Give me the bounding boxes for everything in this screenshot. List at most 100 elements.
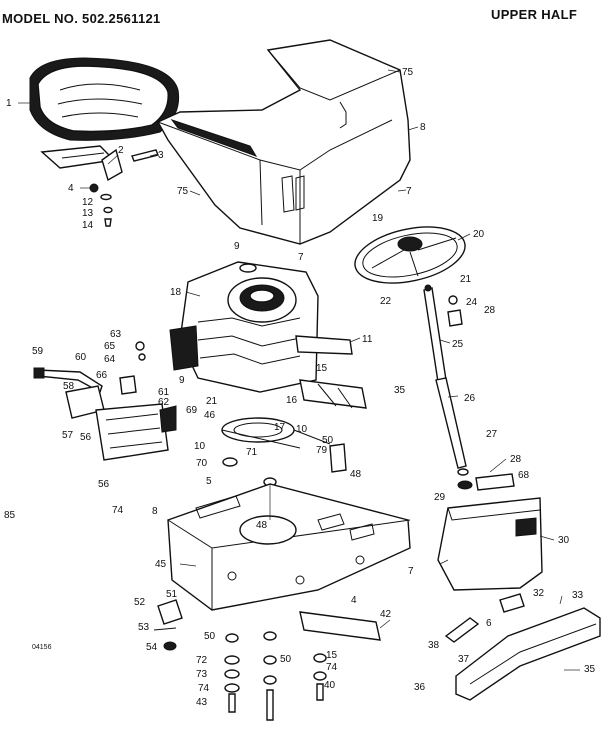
label-screw-7-right: 7 [406, 186, 412, 197]
label-pulley-71: 71 [246, 447, 258, 458]
steering-wheel-drawing [354, 226, 466, 284]
label-screw-63: 63 [110, 329, 122, 340]
label-steering-wheel: 20 [473, 229, 485, 240]
label-bracket-58: 58 [63, 381, 75, 392]
label-bolt-43: 43 [196, 697, 208, 708]
label-screw-7-mid: 7 [298, 252, 304, 263]
label-washer-62: 62 [158, 397, 170, 408]
label-washer-65: 65 [104, 341, 116, 352]
label-nut-56-low: 56 [98, 479, 110, 490]
label-spacer-70: 70 [196, 458, 208, 469]
label-engine: 18 [170, 287, 182, 298]
label-screw-28-low: 28 [510, 454, 522, 465]
label-spacer-40: 40 [324, 680, 336, 691]
label-nut-4: 4 [68, 183, 74, 194]
label-nut-50-right: 50 [280, 654, 292, 665]
model-number: MODEL NO. 502.2561121 [2, 11, 161, 26]
part-labels: 1 2 3 4 12 13 14 75 8 75 7 19 20 9 7 21 … [4, 67, 596, 708]
label-nut-16: 16 [286, 395, 298, 406]
label-screw-7-low: 7 [408, 566, 414, 577]
label-washer-74-left: 74 [112, 505, 124, 516]
label-belt-50: 50 [322, 435, 334, 446]
bumper-drawing [444, 593, 601, 701]
label-screw-35-mid: 35 [394, 385, 406, 396]
label-bolt-48-right: 48 [350, 469, 362, 480]
label-link-42: 42 [380, 609, 392, 620]
label-nut-37: 37 [458, 654, 470, 665]
section-title: UPPER HALF [491, 7, 578, 22]
label-washer-74-right: 74 [326, 662, 338, 673]
label-nut-50-low: 50 [204, 631, 216, 642]
label-screw-14: 14 [82, 220, 94, 231]
label-shaft-25: 25 [452, 339, 464, 350]
label-clip-53: 53 [138, 622, 150, 633]
label-hood: 8 [420, 122, 426, 133]
label-seat-bracket: 2 [118, 145, 124, 156]
label-screw-33: 33 [572, 590, 584, 601]
lower-hardware-drawing [153, 599, 381, 721]
label-screw-28-top: 28 [484, 305, 496, 316]
label-washer-10-b: 10 [194, 441, 206, 452]
label-frame-45: 45 [155, 559, 167, 570]
label-washer-15-low: 15 [326, 650, 338, 661]
label-screw-5: 5 [206, 476, 212, 487]
label-hub-19: 19 [372, 213, 384, 224]
label-nut-79: 79 [316, 445, 328, 456]
label-pin-21-mid: 21 [206, 396, 218, 407]
label-nut-9-mid: 9 [179, 375, 185, 386]
leader-lines [18, 69, 580, 671]
label-rod-60: 60 [75, 352, 87, 363]
linkage-drawing [33, 341, 177, 461]
frame-drawing [167, 483, 411, 611]
label-seat-bolt: 3 [158, 150, 164, 161]
label-dash-30: 30 [558, 535, 570, 546]
label-pin-21-top: 21 [460, 274, 472, 285]
label-bearing-27: 27 [486, 429, 498, 440]
dash-panel-drawing [437, 473, 543, 591]
label-link-66: 66 [96, 370, 108, 381]
label-screw-75-left: 75 [177, 186, 189, 197]
label-plate-68: 68 [518, 470, 530, 481]
label-seat: 1 [6, 98, 12, 109]
label-bracket-57: 57 [62, 430, 74, 441]
label-bushing-24: 24 [466, 297, 478, 308]
label-knob-59: 59 [32, 346, 44, 357]
label-bracket-11: 11 [362, 334, 373, 345]
footer-code: 04156 [32, 644, 52, 651]
label-clip-51: 51 [166, 589, 178, 600]
label-washer-10-a: 10 [296, 424, 308, 435]
label-gear-56: 56 [80, 432, 92, 443]
label-clip-61: 61 [158, 387, 170, 398]
label-bracket-38: 38 [428, 640, 440, 651]
label-bolt-8: 8 [152, 506, 158, 517]
label-nut-9-top: 9 [234, 241, 240, 252]
label-lower-shaft-26: 26 [464, 393, 476, 404]
label-clip-52: 52 [134, 597, 146, 608]
label-spring-69: 69 [186, 405, 198, 416]
steering-shaft-drawing [423, 284, 473, 490]
hood-drawing [157, 39, 411, 245]
label-bolt-48-mid: 48 [256, 520, 268, 531]
seat-drawing [29, 57, 180, 141]
drive-center-drawing [221, 379, 367, 487]
label-ref-85: 85 [4, 510, 16, 521]
label-washer-72: 72 [196, 655, 208, 666]
seat-bracket-drawing [40, 145, 123, 182]
label-bolt-15: 15 [316, 363, 328, 374]
label-nut-22: 22 [380, 296, 392, 307]
label-washer-73: 73 [196, 669, 208, 680]
label-nut-64: 64 [104, 354, 116, 365]
label-washer-13: 13 [82, 208, 94, 219]
label-bolt-17: 17 [274, 422, 286, 433]
label-washer-12: 12 [82, 197, 94, 208]
label-washer-46: 46 [204, 410, 216, 421]
label-screw-75-top: 75 [402, 67, 414, 78]
label-washer-74-low: 74 [198, 683, 210, 694]
label-bumper-35: 35 [584, 664, 596, 675]
label-collar-29: 29 [434, 492, 446, 503]
engine-drawing [169, 261, 353, 393]
label-screw-6: 6 [486, 618, 492, 629]
label-screw-36: 36 [414, 682, 426, 693]
label-bolt-4-low: 4 [351, 595, 357, 606]
